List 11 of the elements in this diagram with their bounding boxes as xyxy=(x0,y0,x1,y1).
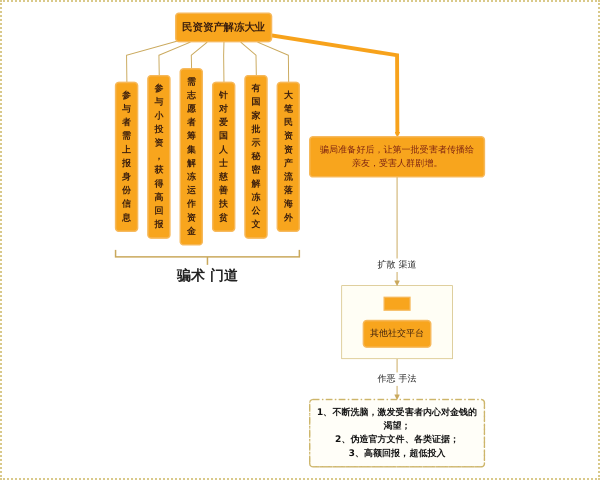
connector xyxy=(158,42,192,76)
connector xyxy=(126,40,178,84)
connector xyxy=(240,42,257,76)
edge-label: 扩散 渠道 xyxy=(378,260,417,270)
edge-label: 作恶 手法 xyxy=(378,374,417,384)
arrow xyxy=(394,176,400,286)
connector xyxy=(190,42,208,70)
node-box xyxy=(383,296,411,311)
arrow xyxy=(272,34,400,138)
cluster xyxy=(341,285,453,360)
connector xyxy=(223,42,224,84)
